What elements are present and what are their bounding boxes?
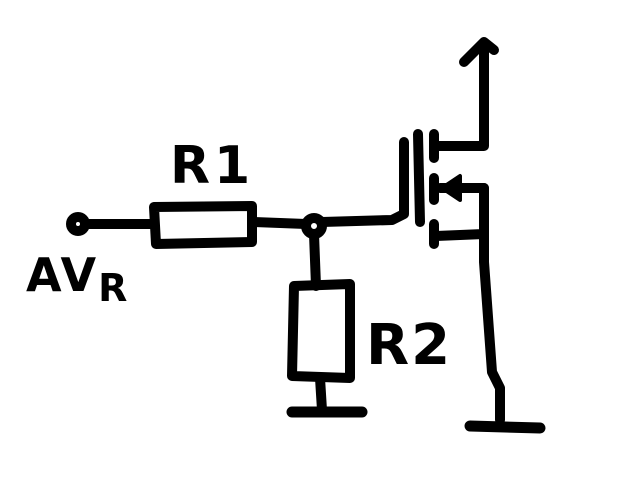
label-r2: R2	[366, 313, 453, 378]
wire-drain-to-supply	[431, 41, 489, 151]
mosfet-gate-plate	[413, 129, 425, 227]
resistor-r2	[287, 279, 355, 383]
mosfet-arrow	[440, 174, 462, 202]
wire-node-to-gate	[317, 137, 409, 227]
wire-r2-to-ground	[315, 373, 327, 415]
label-input: AVR	[26, 252, 129, 307]
ground-symbol-source	[464, 420, 546, 434]
wire-source-to-ground	[479, 229, 505, 425]
label-r1: R1	[170, 136, 255, 196]
label-input-main: AV	[26, 248, 99, 302]
wire-node-to-r2	[309, 229, 321, 291]
label-input-subscript: R	[98, 266, 130, 310]
wire-r1-to-node	[249, 217, 311, 229]
resistor-r1	[149, 201, 257, 249]
supply-arrow	[459, 37, 499, 67]
